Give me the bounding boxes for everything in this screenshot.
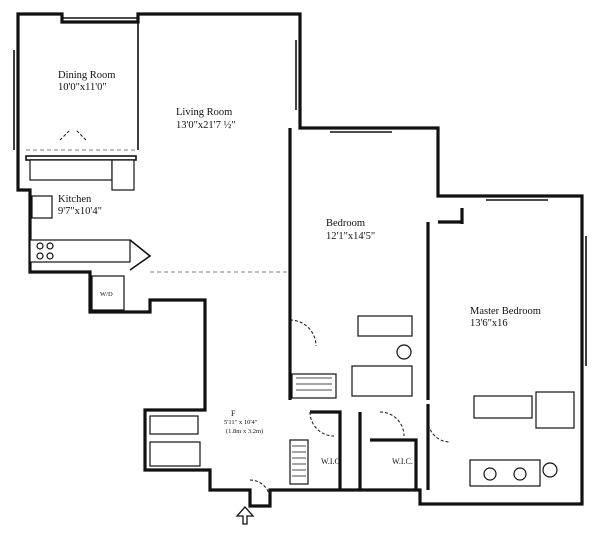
bath-tub: [351, 365, 413, 397]
powder-vanity: [149, 415, 199, 435]
foyer-metric: (1.8m x 3.2m): [226, 428, 264, 435]
master-vanity: [469, 459, 541, 487]
washer-dryer-closet: [91, 275, 125, 311]
entry-arrow-icon: [235, 506, 255, 525]
master-inner-wall: [438, 208, 464, 224]
hatch: [296, 377, 332, 391]
door-swing: [379, 411, 405, 437]
kitchen-wall: [25, 155, 137, 161]
wic-label-2: W.I.C.: [392, 457, 413, 466]
master-toilet: [542, 462, 558, 478]
dining-room-size: 10'0"x11'0": [58, 82, 107, 93]
foyer-size: 5'11" x 10'4": [224, 419, 258, 426]
hatch: [292, 445, 306, 477]
bath-vanity: [357, 315, 413, 337]
master-bedroom-name: Master Bedroom: [470, 306, 541, 317]
door-swing: [289, 319, 317, 347]
living-room-name: Living Room: [176, 107, 233, 118]
bedroom-size: 12'1"x14'5": [326, 231, 376, 242]
kitchen-peninsula: [129, 239, 152, 271]
kitchen-name: Kitchen: [58, 194, 92, 205]
door-swing: [249, 479, 271, 501]
living-room-size: 13'0"x21'7 ½": [176, 120, 236, 131]
foyer-name: F: [231, 409, 236, 418]
washer-dryer-label: W/D: [100, 291, 113, 298]
master-tub: [473, 395, 533, 419]
door-swing: [309, 411, 335, 437]
closet-shelf: [289, 439, 309, 485]
fridge: [111, 159, 135, 191]
master-bedroom-size: 13'6"x16: [470, 318, 508, 329]
wic-walls: [310, 404, 430, 490]
dining-room-name: Dining Room: [58, 70, 116, 81]
stove-burner: [36, 242, 44, 250]
stove-burner: [46, 242, 54, 250]
stove-burner: [46, 252, 54, 260]
toilet: [396, 344, 412, 360]
exterior-wall: [16, 12, 584, 508]
master-sink: [513, 467, 527, 481]
powder-tub: [149, 441, 201, 467]
stove-burner: [36, 252, 44, 260]
wic-label-1: W.I.C.: [321, 457, 342, 466]
master-shower: [535, 391, 575, 429]
kitchen-size: 9'7"x10'4": [58, 206, 102, 217]
kitchen-counter-top: [29, 159, 113, 181]
door-swing: [427, 419, 451, 443]
master-sink: [483, 467, 497, 481]
kitchen-counter-bottom: [29, 239, 131, 263]
kitchen-sink: [31, 195, 53, 219]
door-swing: [59, 129, 87, 141]
bedroom-name: Bedroom: [326, 218, 366, 229]
